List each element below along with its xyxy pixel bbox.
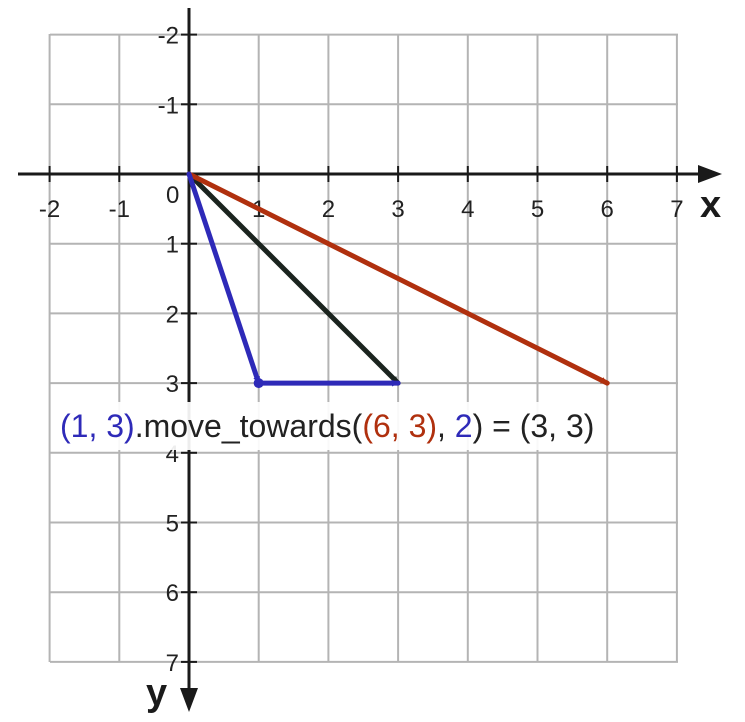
to-paren-close: ) bbox=[426, 408, 438, 444]
red-vector bbox=[186, 171, 610, 386]
close-paren: ) bbox=[472, 408, 484, 444]
y-tick-label: 3 bbox=[166, 371, 179, 398]
x-tick-label: 2 bbox=[322, 196, 335, 223]
point-1-3 bbox=[253, 378, 264, 389]
to-y: 3 bbox=[408, 408, 427, 444]
x-axis-arrowhead bbox=[698, 165, 722, 183]
x-tick-label: 6 bbox=[601, 196, 614, 223]
y-tick-label: -2 bbox=[158, 23, 179, 50]
method-name: .move_towards( bbox=[134, 408, 363, 444]
y-tick-label: 7 bbox=[166, 650, 179, 677]
from-paren-open: ( bbox=[60, 408, 71, 444]
origin-label: 0 bbox=[166, 182, 179, 209]
from-paren-close: ) bbox=[124, 408, 135, 444]
y-tick-label: 5 bbox=[166, 511, 179, 538]
y-tick-label: 1 bbox=[166, 232, 179, 259]
x-tick-label: 4 bbox=[461, 196, 474, 223]
x-tick-label: 3 bbox=[391, 196, 404, 223]
from-x: 1 bbox=[70, 408, 89, 444]
blue-vector-1 bbox=[186, 171, 262, 386]
result: = (3, 3) bbox=[483, 408, 595, 444]
from-y: 3 bbox=[106, 408, 125, 444]
y-tick-label: -1 bbox=[158, 92, 179, 119]
black-vector bbox=[186, 171, 401, 386]
vectors bbox=[186, 171, 610, 389]
x-tick-label: 5 bbox=[531, 196, 544, 223]
y-axis-arrowhead bbox=[180, 688, 198, 712]
x-tick-label: -1 bbox=[109, 196, 130, 223]
y-tick-label: 6 bbox=[166, 580, 179, 607]
y-axis-label: y bbox=[146, 672, 167, 714]
move-towards-expression: (1, 3).move_towards((6, 3), 2) = (3, 3) bbox=[58, 402, 597, 450]
to-paren-open: ( bbox=[362, 408, 373, 444]
to-comma: , bbox=[390, 408, 409, 444]
x-axis-label: x bbox=[700, 184, 721, 226]
x-tick-label: -2 bbox=[39, 196, 60, 223]
y-tick-label: 2 bbox=[166, 301, 179, 328]
delta-value: 2 bbox=[454, 408, 473, 444]
arg-separator: , bbox=[437, 408, 455, 444]
from-comma: , bbox=[88, 408, 107, 444]
x-tick-label: 7 bbox=[670, 196, 683, 223]
to-x: 6 bbox=[372, 408, 391, 444]
